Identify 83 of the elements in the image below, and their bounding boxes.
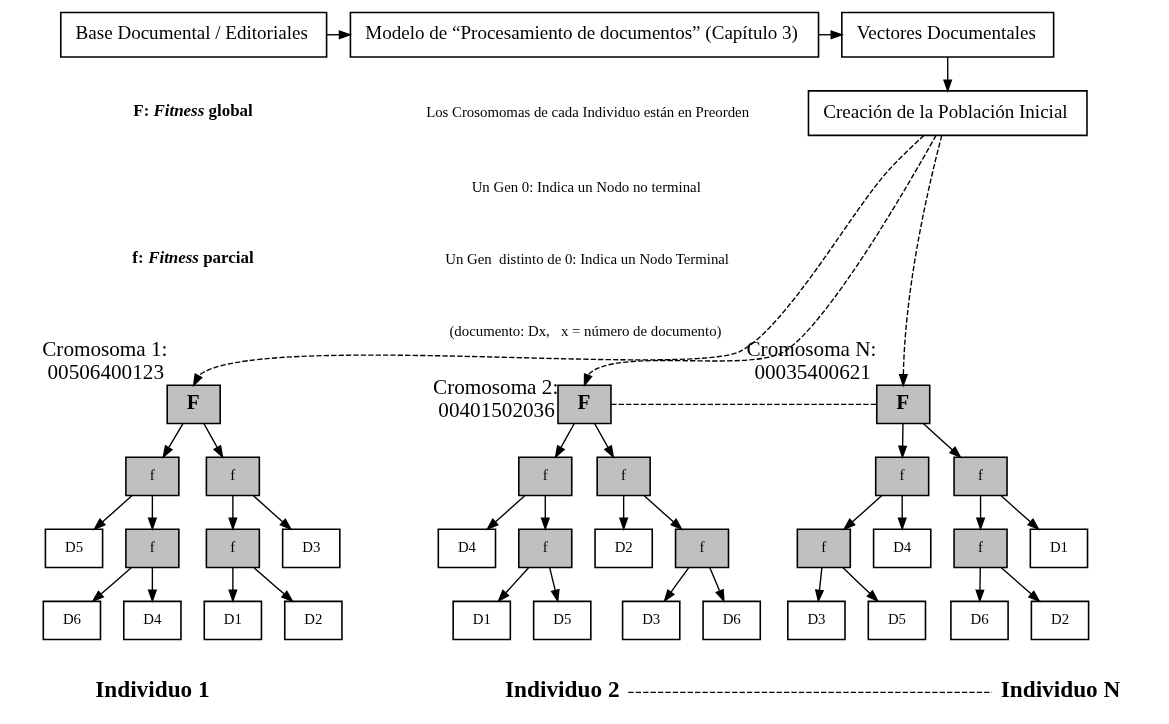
node-box: f [796, 528, 851, 569]
arrow [227, 495, 238, 531]
arrow [975, 495, 985, 531]
node-box: F [875, 384, 930, 425]
arrow [898, 134, 942, 388]
node-box: f [205, 528, 260, 569]
node-box: F [165, 384, 221, 425]
arrow [554, 423, 575, 459]
arrow [540, 495, 550, 531]
arrow [252, 567, 294, 603]
node-box: F [556, 384, 612, 425]
node-box: Base Documental / Editoriales [59, 11, 327, 58]
node-box: D1 [202, 600, 262, 641]
node-box: Creación de la Población Inicial [807, 90, 1088, 137]
arrow [90, 567, 132, 603]
node-box: f [517, 528, 573, 569]
arrow [192, 134, 924, 388]
node-box: D5 [532, 600, 592, 641]
node-box: D6 [701, 600, 761, 641]
arrow [593, 423, 614, 459]
node-box: D2 [283, 600, 343, 641]
node-box: D5 [867, 600, 926, 641]
arrow [922, 423, 962, 459]
label: F: Fitness global [132, 101, 253, 121]
node-box: f [124, 456, 180, 497]
label: Un Gen distinto de 0: Indica un Nodo Terminal [444, 251, 729, 268]
arrow [643, 495, 683, 531]
arrow [1000, 567, 1041, 603]
arrow [92, 495, 132, 531]
node-box: f [595, 456, 651, 497]
arrow [583, 134, 937, 388]
connector [610, 403, 877, 406]
node-box: f [517, 456, 573, 497]
label: f: Fitness parcial [131, 248, 254, 268]
node-box: D6 [949, 600, 1009, 641]
node-label: Cromosoma 1: 00506400123 [41, 336, 167, 384]
node-box: D4 [122, 600, 182, 641]
arrow [252, 495, 292, 531]
node-box: D5 [44, 528, 103, 569]
arrow [618, 495, 628, 531]
arrow [897, 423, 907, 459]
arrow [708, 567, 725, 603]
node-box: f [874, 456, 929, 497]
node-text: Individuo N [1000, 676, 1120, 703]
node-box: f [674, 528, 729, 569]
label: (documento: Dx, x = número de documento) [448, 323, 721, 340]
node-box: f [205, 456, 260, 497]
node-box: D1 [1029, 528, 1088, 569]
node-box: D3 [281, 528, 341, 569]
arrow [897, 495, 907, 531]
node-box: D3 [786, 600, 846, 641]
arrow [202, 423, 224, 459]
arrow [974, 567, 985, 603]
node-box: f [952, 528, 1008, 569]
node-box: D4 [872, 528, 932, 569]
label: Un Gen 0: Indica un Nodo no terminal [471, 179, 701, 196]
arrow [999, 495, 1040, 531]
node-text: Individuo 2 [504, 676, 620, 703]
node-box: D6 [42, 600, 101, 641]
arrow [942, 56, 952, 93]
arrow [841, 567, 879, 603]
node-box: Modelo de “Procesamiento de documentos” (Capítulo 3) [349, 11, 819, 58]
node-box: D3 [621, 600, 681, 641]
arrow [814, 567, 824, 603]
arrow [161, 423, 183, 459]
arrow [485, 495, 525, 531]
node-box: D2 [1030, 600, 1089, 641]
node-label: Cromosoma 2: 00401502036 [432, 374, 558, 423]
arrow [842, 495, 882, 531]
label: Individuo 1 [94, 676, 210, 703]
arrow [147, 495, 157, 531]
arrow [548, 567, 560, 603]
node-box: D1 [451, 600, 511, 641]
arrow [496, 567, 529, 603]
arrow [662, 567, 689, 603]
node-box: D4 [437, 528, 496, 569]
arrow [227, 567, 238, 603]
node-box: f [952, 456, 1008, 497]
node-box: Vectores Documentales [840, 11, 1054, 58]
label: Los Crosomomas de cada Individuo están en Preorden [425, 104, 749, 121]
node-box: f [124, 528, 180, 569]
node-box: D2 [593, 528, 653, 569]
arrow [147, 567, 157, 603]
